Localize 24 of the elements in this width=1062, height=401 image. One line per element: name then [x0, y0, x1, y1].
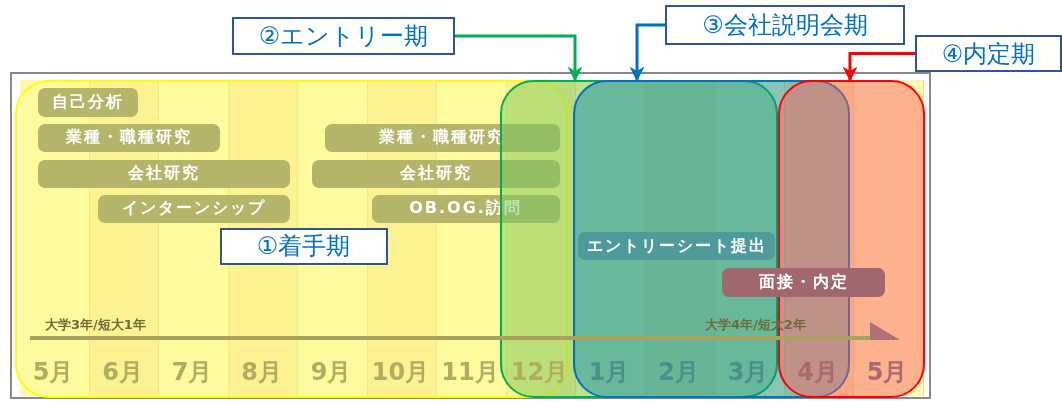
activity-bar: 自己分析 [37, 87, 138, 117]
period-label: ③会社説明会期 [665, 5, 905, 45]
month-label: 9月 [309, 357, 353, 388]
month-label: 5月 [31, 357, 75, 388]
arrow [842, 52, 915, 82]
month-label: 7月 [170, 357, 214, 388]
arrow [629, 23, 665, 82]
arrow [455, 34, 583, 82]
month-label: 6月 [101, 357, 144, 388]
month-label: 11月 [440, 357, 500, 388]
activity-bar: 会社研究 [37, 159, 290, 188]
month-label: 5月 [865, 357, 909, 388]
activity-bar: インターンシップ [97, 194, 290, 223]
period-label: ④内定期 [915, 35, 1062, 72]
activity-bar: エントリーシート提出 [578, 232, 775, 260]
month-label: 8月 [240, 357, 283, 388]
activity-bar: 業種・職種研究 [37, 123, 220, 152]
activity-bar: 会社研究 [311, 159, 560, 188]
period-label: ②エントリー期 [232, 17, 455, 55]
year-label: 大学3年/短大1年 [45, 316, 146, 334]
activity-bar: 面接・内定 [722, 268, 885, 297]
month-label: 10月 [370, 357, 431, 388]
year-label: 大学4年/短大2年 [705, 316, 806, 334]
period-label: ①着手期 [219, 227, 388, 265]
